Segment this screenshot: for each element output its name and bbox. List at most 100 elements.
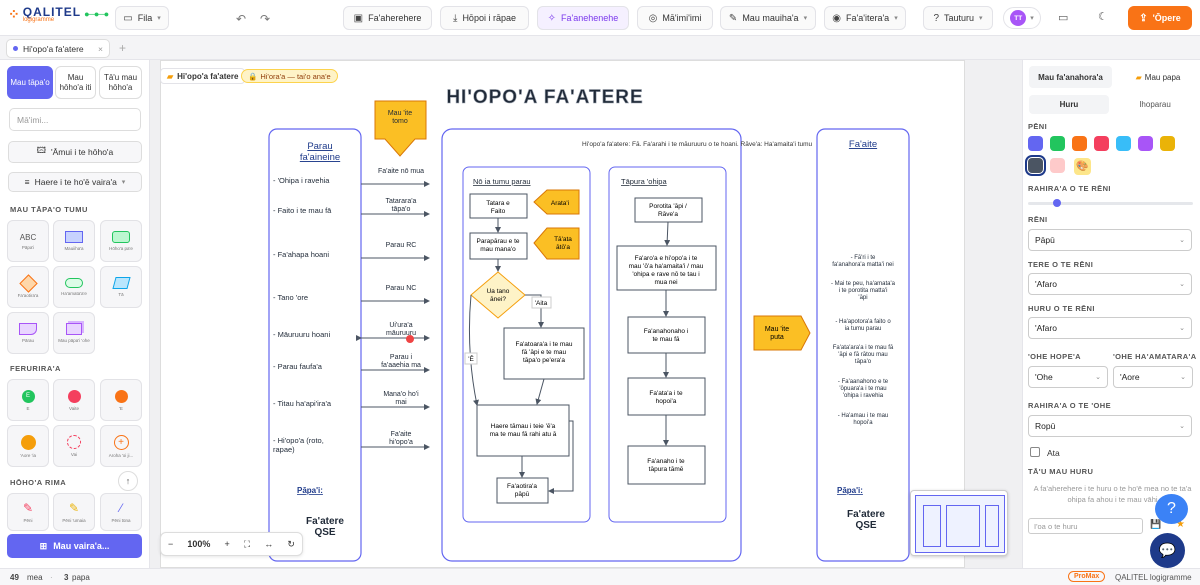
- color-swatch[interactable]: [1072, 136, 1087, 151]
- scroll-up-button[interactable]: ↑: [118, 471, 138, 491]
- style-name-placeholder: I'oa o te huru: [1034, 521, 1078, 531]
- redo-icon[interactable]: ↷: [260, 12, 271, 26]
- preview-button[interactable]: ◉Fa'a'itera'a▾: [824, 6, 906, 30]
- color-swatch[interactable]: [1050, 158, 1065, 173]
- help-button[interactable]: ?Tauturu▾: [923, 6, 993, 30]
- tab-my-images[interactable]: Tā'u mau hōho'a: [99, 66, 142, 99]
- tab-properties[interactable]: Mau fa'anahora'a: [1029, 66, 1112, 88]
- color-swatch[interactable]: [1094, 136, 1109, 151]
- shape-document[interactable]: Pārau: [7, 312, 49, 354]
- minimap[interactable]: [910, 490, 1008, 556]
- avatar: TT: [1010, 10, 1027, 26]
- text-icon: ABC: [19, 232, 37, 242]
- chat-icon: 💬: [1158, 542, 1177, 558]
- shape-multi-document[interactable]: Mau pāpa'i 'ohe: [53, 312, 95, 354]
- marker-yellow[interactable]: 'Aore 'ia: [7, 425, 49, 467]
- line-direction-select[interactable]: 'Afaro⌄: [1028, 273, 1192, 295]
- zoom-in-icon[interactable]: +: [224, 539, 230, 549]
- search-input[interactable]: Mā'imi...: [9, 108, 141, 131]
- file-menu-button[interactable]: ▭Fila▾: [115, 6, 169, 30]
- tab-dot-icon: [13, 46, 18, 51]
- opacity-slider[interactable]: [1028, 199, 1193, 207]
- user-menu[interactable]: TT▾: [1003, 7, 1041, 29]
- import-image-button[interactable]: 🖾'Āmui i te hōho'a: [8, 141, 142, 163]
- marker-red[interactable]: Vaite: [53, 379, 95, 421]
- fit-width-icon[interactable]: ↔: [264, 539, 274, 549]
- save-style-icon[interactable]: 💾: [1150, 519, 1162, 529]
- pill-icon: [65, 278, 83, 288]
- shape-label: Pāpa'i: [21, 244, 35, 250]
- output-item: - Fa'aanahono e te'ōpuara'a i te mau'ohi…: [838, 379, 889, 399]
- present-icon[interactable]: ▭: [1058, 12, 1069, 24]
- step-goals: [503, 327, 585, 380]
- star-icon[interactable]: ★: [1176, 519, 1185, 530]
- category-select[interactable]: ≡Haere i te ho'ē vaira'a▾: [8, 172, 142, 192]
- shape-text[interactable]: ABC Pāpa'i: [7, 220, 49, 262]
- fit-screen-icon[interactable]: ⛶: [243, 538, 251, 549]
- shape-parallelogram[interactable]: Tā: [100, 266, 142, 308]
- opacity-slider-thumb[interactable]: [1053, 199, 1061, 207]
- tab-pages[interactable]: ▰Mau papa: [1119, 66, 1197, 88]
- tab-images[interactable]: Mau hōho'a iti: [55, 66, 96, 99]
- ai-button[interactable]: ✧Fa'anehenehe: [537, 6, 629, 30]
- close-icon[interactable]: ×: [98, 43, 103, 54]
- style-name-input[interactable]: I'oa o te huru: [1028, 518, 1143, 534]
- app-logo[interactable]: ⁘ QALITEL logigramme ●─●─●: [8, 5, 109, 23]
- templates-button[interactable]: ✎Mau mauiha'a▾: [720, 6, 816, 30]
- arrow-start-select[interactable]: 'Aore⌄: [1113, 366, 1193, 388]
- shape-rounded-rect[interactable]: Hōho'a pa'e: [100, 220, 142, 262]
- pen-icon: ✎: [22, 501, 34, 515]
- subtab-text[interactable]: Ihoparau: [1115, 95, 1195, 114]
- download-button[interactable]: ⤓Hōpoi i rāpae: [440, 6, 529, 30]
- draw-pen[interactable]: ✎Pēni: [7, 493, 49, 531]
- shape-diamond[interactable]: Fa'aotira'a: [7, 266, 49, 308]
- upload-icon: ⇪: [1139, 12, 1148, 24]
- arrow-end-select[interactable]: 'Ohe⌄: [1028, 366, 1108, 388]
- subtab-style[interactable]: Huru: [1029, 95, 1109, 114]
- shadow-checkbox[interactable]: [1030, 447, 1040, 457]
- templates-label: Mau mauiha'a: [742, 13, 799, 23]
- moon-icon[interactable]: ☾: [1098, 11, 1108, 23]
- shape-terminator[interactable]: Ha'amata'a'e: [53, 266, 95, 308]
- marker-dashed[interactable]: Vai: [53, 425, 95, 467]
- color-swatch[interactable]: [1138, 136, 1153, 151]
- undo-icon[interactable]: ↶: [236, 12, 247, 26]
- marker-orange[interactable]: 'E: [100, 379, 142, 421]
- draw-line[interactable]: ⁄Pēni tūna: [100, 493, 142, 531]
- tab-document[interactable]: Hi'opo'a fa'atere ×: [6, 39, 110, 58]
- shape-label: Mauiiha'a: [64, 246, 84, 251]
- help-fab[interactable]: ?: [1155, 494, 1188, 524]
- arrow-size-select[interactable]: Ropū⌄: [1028, 415, 1192, 437]
- more-categories-button[interactable]: ⊞Mau vaira'a...: [7, 534, 142, 558]
- color-swatch[interactable]: [1050, 136, 1065, 151]
- output-column-box: [816, 128, 910, 562]
- chat-fab[interactable]: 💬: [1150, 533, 1185, 568]
- rstep-1: [634, 197, 703, 223]
- line-style-select[interactable]: Pāpū⌄: [1028, 229, 1192, 251]
- tab-shapes[interactable]: Mau tāpa'o: [7, 66, 53, 99]
- color-swatch[interactable]: [1028, 136, 1043, 151]
- add-tab-icon[interactable]: +: [119, 41, 127, 55]
- check-button[interactable]: ◎Mā'imi'imi: [637, 6, 713, 30]
- save-button[interactable]: ▣Fa'aherehere: [343, 6, 432, 30]
- draw-highlighter[interactable]: ✎Pēni 'umaia: [53, 493, 95, 531]
- marker-crosshair[interactable]: +Aroha 'oi ji...: [100, 425, 142, 467]
- reset-icon[interactable]: ↻: [287, 538, 295, 549]
- color-swatch[interactable]: [1025, 155, 1046, 176]
- line-type-select[interactable]: 'Afaro⌄: [1028, 317, 1192, 339]
- shape-rectangle[interactable]: Mauiiha'a: [53, 220, 95, 262]
- zoom-out-icon[interactable]: −: [168, 539, 174, 549]
- color-swatch[interactable]: [1116, 136, 1131, 151]
- palette-icon[interactable]: 🎨: [1074, 158, 1091, 175]
- color-swatch[interactable]: [1160, 136, 1175, 151]
- export-button[interactable]: ⇪'Ōpere: [1128, 6, 1192, 30]
- check-circle-icon: ◎: [648, 12, 658, 24]
- list-icon: ≡: [24, 177, 30, 187]
- no-label: 'Aita: [535, 300, 548, 307]
